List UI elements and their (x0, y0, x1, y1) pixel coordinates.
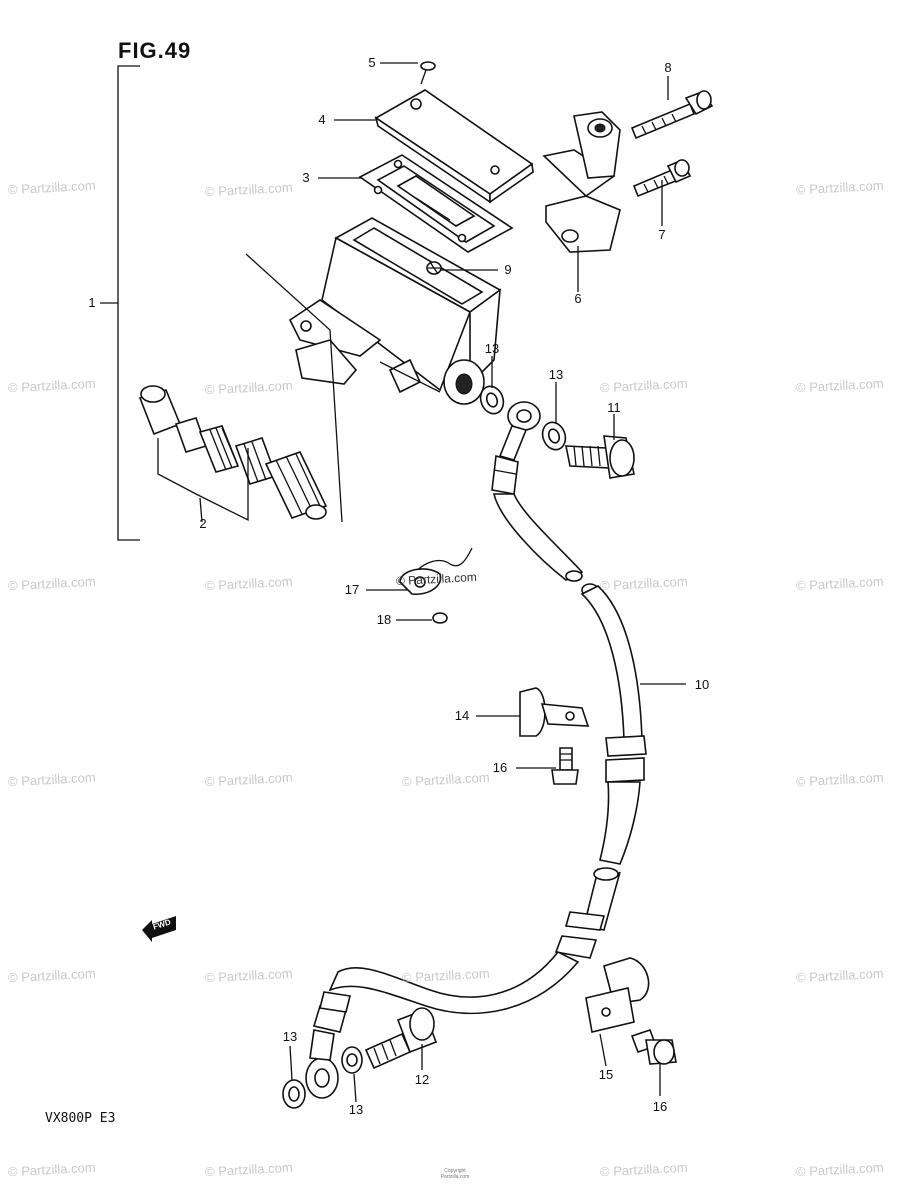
figure-title: FIG.49 (118, 38, 192, 63)
clamp-bolt-small-lower[interactable] (630, 1028, 677, 1065)
sealing-washer-lower-b[interactable] (341, 1046, 363, 1074)
callout-11[interactable]: 11 (607, 400, 621, 415)
assembly-bracket-1 (100, 65, 140, 541)
sealing-washer-lower-a[interactable] (282, 1079, 306, 1109)
callout-17[interactable]: 17 (344, 582, 360, 597)
callout-2[interactable]: 2 (199, 516, 207, 531)
callout-6[interactable]: 6 (574, 291, 582, 306)
callout-15[interactable]: 15 (598, 1067, 614, 1082)
callout-3[interactable]: 3 (302, 170, 310, 185)
cap-screw[interactable] (420, 61, 436, 85)
copyright-line-1: Copyright (444, 1168, 466, 1174)
hose-clamp-upper[interactable] (519, 687, 590, 737)
clamp-bolt-lower[interactable] (632, 158, 692, 198)
callout-1[interactable]: 1 (88, 295, 96, 310)
explosion-guide (245, 253, 343, 523)
callout-13-upper-b[interactable]: 13 (548, 367, 564, 382)
clamp-bolt-upper[interactable] (630, 90, 714, 140)
callout-9[interactable]: 9 (504, 262, 512, 277)
callout-13-lower-b[interactable]: 13 (348, 1102, 364, 1117)
sealing-washer-upper-b[interactable] (539, 419, 569, 453)
brake-hose-main[interactable] (305, 583, 647, 1099)
diaphragm-plate[interactable] (358, 154, 514, 253)
clamp-bolt-small-upper[interactable] (551, 747, 579, 785)
brake-hose-upper[interactable] (491, 401, 584, 582)
piston-kit[interactable] (138, 385, 328, 522)
handlebar-clamp[interactable] (542, 111, 621, 292)
union-bolt-lower[interactable] (364, 1007, 438, 1070)
callout-13-upper-a[interactable]: 13 (484, 341, 500, 356)
callout-16-upper[interactable]: 16 (492, 760, 508, 775)
model-code: VX800P E3 (45, 1111, 116, 1126)
union-bolt-upper[interactable] (565, 435, 635, 479)
callout-18[interactable]: 18 (376, 612, 392, 627)
callout-10[interactable]: 10 (694, 677, 710, 692)
bleeder-valve[interactable] (426, 261, 442, 275)
callout-16-lower[interactable]: 16 (652, 1099, 668, 1114)
callout-12[interactable]: 12 (414, 1072, 430, 1087)
callout-14[interactable]: 14 (454, 708, 470, 723)
copyright-line-2: Partzilla.com (440, 1174, 470, 1180)
sealing-washer-upper-a[interactable] (477, 383, 507, 417)
clip-washer[interactable] (432, 612, 448, 624)
reservoir-cap[interactable] (374, 89, 534, 204)
callout-8[interactable]: 8 (664, 60, 672, 75)
hose-clamp-lower[interactable] (585, 957, 650, 1033)
fwd-arrow-icon (142, 916, 176, 942)
hose-clip[interactable] (399, 547, 473, 596)
callout-13-lower-a[interactable]: 13 (282, 1029, 298, 1044)
callout-4[interactable]: 4 (318, 112, 326, 127)
copyright-footer: Copyright Partzilla.com (400, 1168, 510, 1180)
leader-lines (199, 62, 686, 1103)
callout-7[interactable]: 7 (658, 227, 666, 242)
callout-5[interactable]: 5 (368, 55, 376, 70)
master-cylinder-body[interactable] (288, 217, 502, 405)
